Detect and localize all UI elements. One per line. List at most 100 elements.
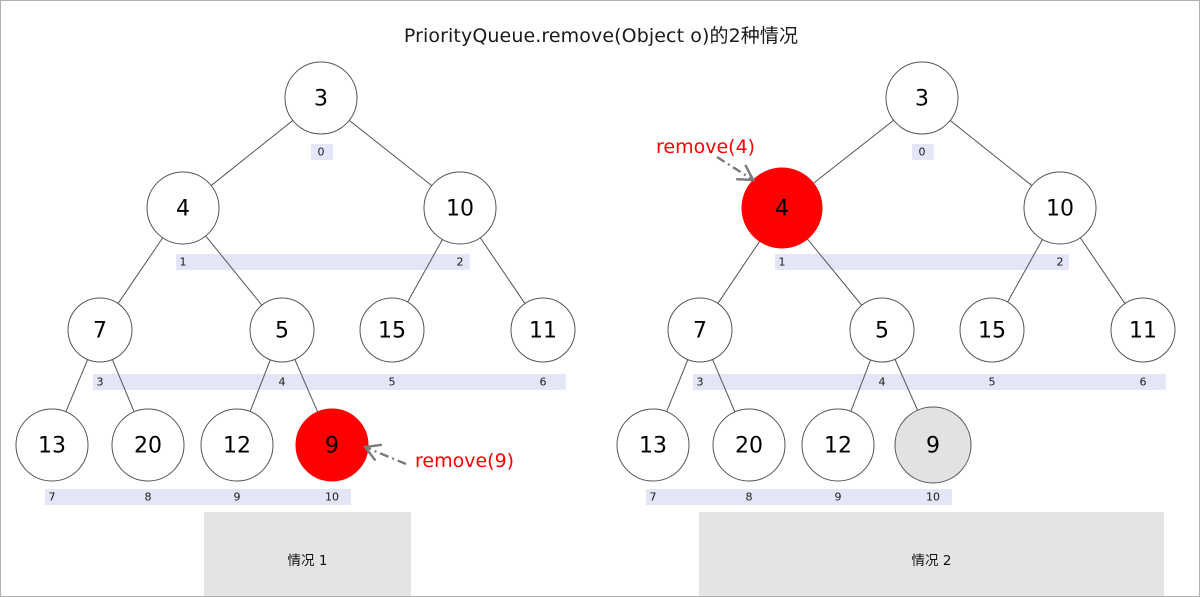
tree-edge	[894, 359, 919, 411]
caption-case-2-title: 情况 2	[911, 553, 952, 570]
array-index-label: 2	[457, 256, 464, 269]
tree-node-11[interactable]	[1110, 297, 1176, 363]
tree-node-12[interactable]	[200, 408, 274, 482]
tree-edge	[712, 359, 736, 413]
tree-left-edges	[65, 119, 526, 413]
array-index-label: 6	[1140, 376, 1147, 389]
tree-node-label: 11	[529, 319, 557, 344]
tree-node-label: 5	[275, 319, 289, 344]
callout-arrowhead-icon	[362, 443, 383, 462]
tree-node-label: 5	[875, 319, 889, 344]
tree-node-label: 4	[775, 197, 789, 222]
tree-node-label: 3	[314, 87, 328, 112]
tree-edge	[813, 119, 895, 184]
array-index-label: 7	[650, 491, 657, 504]
tree-node-label: 7	[93, 319, 107, 344]
tree-right-callout: remove(4)	[656, 136, 756, 182]
tree-edge	[1007, 239, 1043, 303]
tree-right-index-bars	[646, 144, 1166, 505]
array-index-label: 7	[49, 491, 56, 504]
index-bar	[45, 489, 351, 505]
array-index-label: 10	[926, 491, 940, 504]
tree-node-12[interactable]	[801, 408, 875, 482]
index-bar	[693, 374, 1166, 390]
tree-node-13[interactable]	[616, 408, 690, 482]
tree-edge	[949, 120, 1033, 186]
tree-node-20[interactable]	[712, 408, 786, 482]
callout-label: remove(4)	[656, 136, 755, 158]
tree-edge	[205, 235, 263, 306]
array-index-label: 0	[919, 146, 926, 159]
tree-node-15[interactable]	[959, 297, 1025, 363]
tree-edge	[294, 359, 319, 413]
tree-edge	[717, 240, 761, 304]
array-index-label: 3	[697, 376, 704, 389]
tree-node-9[interactable]	[894, 406, 972, 484]
tree-edge	[806, 238, 863, 306]
tree-left-index-bars	[45, 144, 566, 505]
callout-leader-line	[716, 155, 754, 182]
tree-edge	[111, 359, 135, 412]
array-index-label: 4	[879, 376, 886, 389]
tree-node-label: 9	[926, 434, 940, 459]
tree-node-label: 12	[824, 434, 852, 459]
tree-node-label: 13	[639, 434, 667, 459]
tree-edge	[407, 239, 443, 303]
caption-case-1: 情况 1 删除的是最后一个元素 直接删除即可，不需要调整	[204, 512, 411, 596]
tree-node-label: 13	[38, 434, 66, 459]
caption-case-1-title: 情况 1	[287, 553, 328, 570]
array-index-label: 8	[145, 491, 152, 504]
tree-node-label: 4	[176, 197, 190, 222]
index-bar	[912, 144, 934, 160]
tree-node-5[interactable]	[249, 297, 315, 363]
tree-node-13[interactable]	[15, 408, 89, 482]
tree-node-7[interactable]	[667, 297, 733, 363]
tree-node-label: 10	[446, 197, 474, 222]
tree-edge	[348, 119, 433, 187]
tree-edge	[249, 359, 271, 412]
array-index-label: 9	[234, 491, 241, 504]
array-index-label: 10	[325, 491, 339, 504]
array-index-label: 1	[779, 256, 786, 269]
tree-node-label: 10	[1046, 197, 1074, 222]
tree-node-label: 20	[134, 434, 162, 459]
tree-edge	[210, 120, 294, 186]
tree-node-15[interactable]	[359, 297, 425, 363]
tree-node-9[interactable]	[295, 408, 369, 482]
array-index-label: 1	[180, 256, 187, 269]
tree-node-4[interactable]	[146, 171, 220, 245]
tree-node-5[interactable]	[849, 297, 915, 363]
callout-label: remove(9)	[415, 450, 514, 472]
index-bar	[646, 489, 952, 505]
array-index-label: 8	[746, 491, 753, 504]
array-index-label: 6	[540, 376, 547, 389]
tree-node-label: 15	[978, 319, 1006, 344]
index-bar	[775, 254, 1069, 270]
array-index-label: 0	[318, 146, 325, 159]
tree-node-label: 11	[1129, 319, 1157, 344]
array-index-label: 9	[835, 491, 842, 504]
callout-leader-line	[364, 445, 407, 466]
tree-node-10[interactable]	[423, 171, 497, 245]
caption-case-2: 情况 2 删除的不是最后一个元素 从删除点开始以最后一个元素为参照调用一次sif…	[699, 512, 1164, 596]
tree-node-label: 12	[223, 434, 251, 459]
tree-node-20[interactable]	[111, 408, 185, 482]
tree-node-10[interactable]	[1023, 171, 1097, 245]
tree-node-label: 7	[693, 319, 707, 344]
index-bar	[176, 254, 470, 270]
tree-node-3[interactable]	[284, 61, 358, 135]
tree-node-4[interactable]	[741, 167, 823, 249]
array-index-label: 4	[279, 376, 286, 389]
tree-edge	[666, 359, 689, 412]
tree-node-label: 15	[378, 319, 406, 344]
tree-node-3[interactable]	[885, 61, 959, 135]
tree-node-7[interactable]	[67, 297, 133, 363]
tree-node-label: 9	[325, 434, 339, 459]
tree-node-11[interactable]	[510, 297, 576, 363]
